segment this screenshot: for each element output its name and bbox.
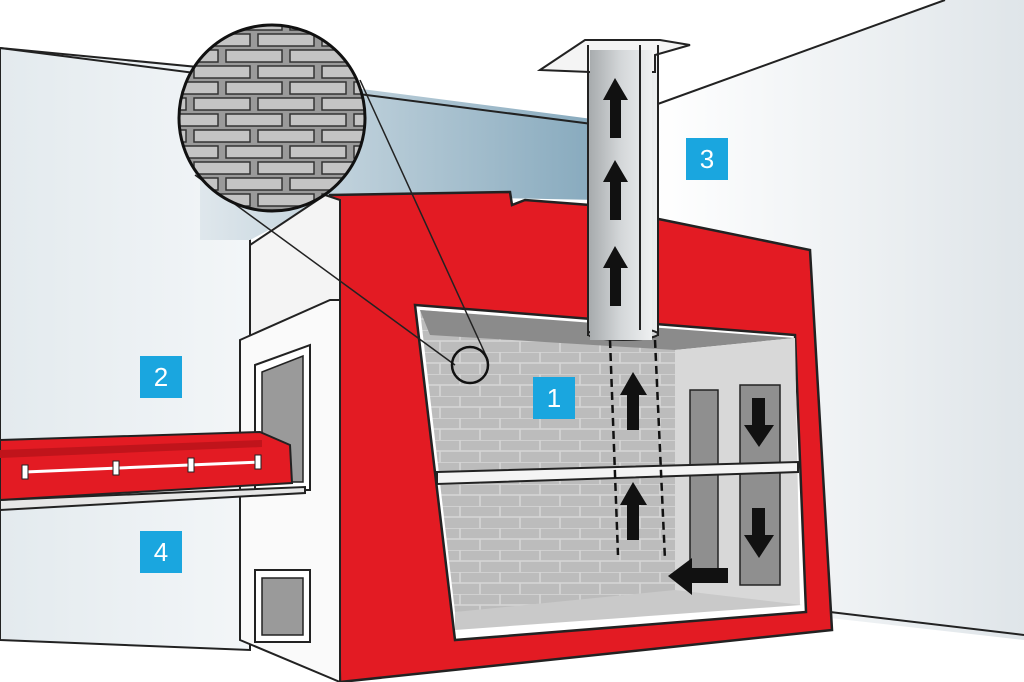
hearth-shelf <box>436 460 799 486</box>
arrow-up-icon <box>620 482 647 540</box>
brick-detail-magnifier <box>177 23 367 213</box>
label-4: 4 <box>140 531 182 573</box>
chamber-floor <box>455 590 802 630</box>
label-3: 3 <box>686 138 728 180</box>
label-1: 1 <box>533 377 575 419</box>
label-2: 2 <box>140 356 182 398</box>
flue-channel-1 <box>689 389 719 581</box>
magnifier-target-circle <box>450 345 490 385</box>
airflow-arrows <box>603 78 774 595</box>
arrow-up-icon <box>603 78 628 138</box>
arrow-up-icon <box>620 372 647 430</box>
chamber-back-wall <box>420 310 675 612</box>
arrow-down-icon <box>744 398 774 447</box>
loading-tray <box>0 485 306 512</box>
arrow-left-icon <box>668 558 728 595</box>
arrow-up-icon <box>603 160 628 220</box>
right-wall <box>655 0 1024 640</box>
arrow-down-icon <box>744 508 774 558</box>
arrow-up-icon <box>603 246 628 306</box>
